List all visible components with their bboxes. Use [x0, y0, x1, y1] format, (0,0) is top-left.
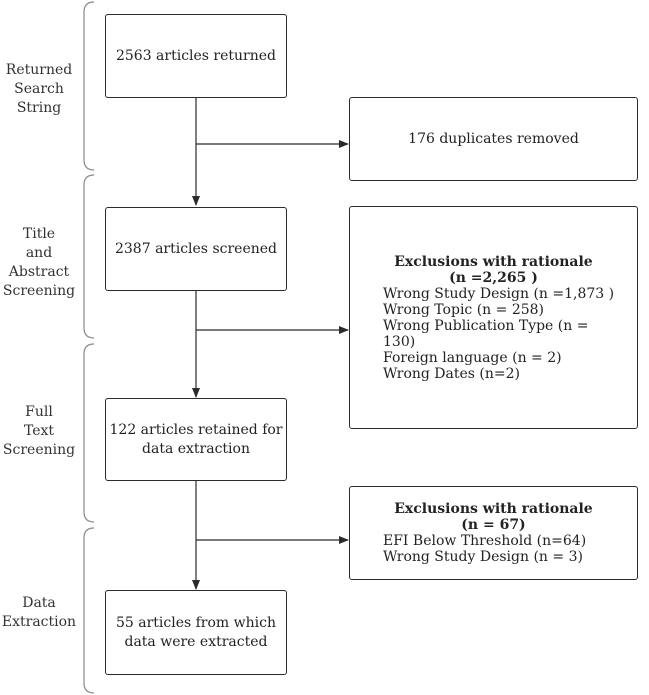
bracket-data-extraction	[83, 527, 95, 694]
stage-label-data-extraction: Data Extraction	[1, 595, 77, 630]
box-articles-retained: 122 articles retained for data extractio…	[105, 398, 287, 481]
exclusion-item: Wrong Dates (n=2)	[383, 365, 521, 382]
exclusion-item: Foreign language (n = 2)	[383, 349, 562, 366]
box-articles-returned: 2563 articles returned	[105, 14, 287, 98]
box-articles-screened-text: 2387 articles screened	[114, 240, 277, 257]
exclusion-item: EFI Below Threshold (n=64)	[383, 533, 587, 549]
stage-label-title-abstract-screening: Title and Abstract Screening	[2, 226, 76, 299]
exclusion-item: Wrong Study Design (n = 3)	[383, 549, 583, 565]
exclusion-item: Wrong Publication Type (n = 130)	[383, 317, 589, 350]
box-exclusions-screening: Exclusions with rationale (n =2,265 ) Wr…	[349, 206, 638, 429]
bracket-title-abstract-screening	[83, 174, 95, 339]
stage-label-full-text-screening: Full Text Screening	[2, 404, 76, 458]
exclusions-full-text-heading: Exclusions with rationale (n = 67)	[394, 501, 593, 533]
exclusion-item: Wrong Study Design (n =1,873 )	[383, 285, 615, 302]
box-articles-retained-text: 122 articles retained for data extractio…	[109, 421, 283, 457]
box-articles-screened: 2387 articles screened	[105, 207, 287, 291]
box-articles-extracted-text: 55 articles from which data were extract…	[115, 614, 276, 650]
bracket-full-text-screening	[83, 343, 95, 523]
stage-label-returned-search-string: Returned Search String	[5, 62, 73, 116]
box-exclusions-full-text: Exclusions with rationale (n = 67) EFI B…	[349, 486, 638, 580]
box-duplicates-removed-text: 176 duplicates removed	[408, 130, 579, 147]
box-articles-returned-text: 2563 articles returned	[115, 47, 277, 64]
exclusion-item: Wrong Topic (n = 258)	[383, 301, 545, 318]
box-duplicates-removed: 176 duplicates removed	[349, 97, 638, 181]
box-articles-extracted: 55 articles from which data were extract…	[105, 590, 287, 675]
exclusions-screening-heading: Exclusions with rationale (n =2,265 )	[394, 253, 593, 286]
bracket-returned-search-string	[83, 1, 95, 171]
